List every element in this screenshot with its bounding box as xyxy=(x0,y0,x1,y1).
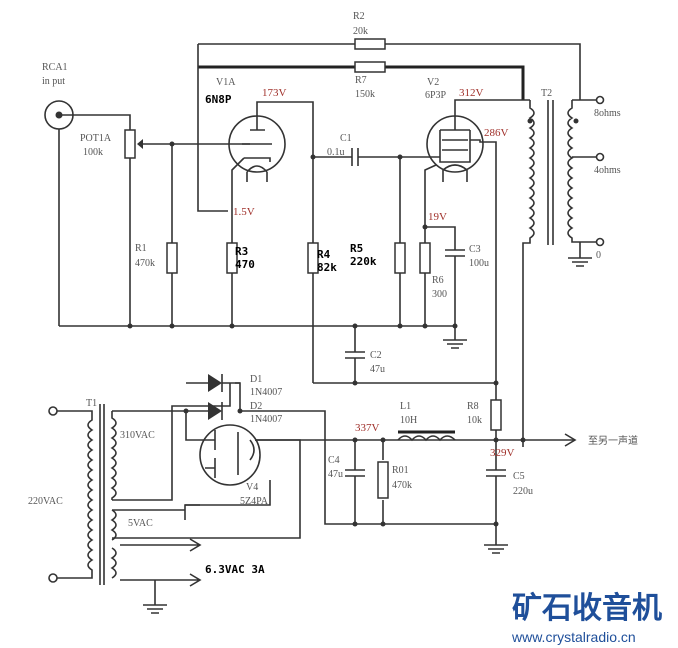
label-r7: R7 xyxy=(355,75,367,86)
label-r01: R01 xyxy=(392,465,409,476)
label-input: in put xyxy=(42,76,65,87)
label-6-3vac: 6.3VAC 3A xyxy=(205,563,265,576)
label-r2: R2 xyxy=(353,11,365,22)
label-d1: D1 xyxy=(250,374,262,385)
label-tap-0: 0 xyxy=(596,250,601,261)
label-c1: C1 xyxy=(340,133,352,144)
label-r6-value: 300 xyxy=(432,289,447,300)
capacitor-c3 xyxy=(445,249,465,257)
resistor-r8 xyxy=(490,399,502,431)
label-l1-value: 10H xyxy=(400,415,417,426)
label-tap-4ohms: 4ohms xyxy=(594,165,621,176)
label-220vac: 220VAC xyxy=(28,496,63,507)
label-r3: R3 xyxy=(235,245,248,258)
rectifier-tube-v4 xyxy=(185,424,271,506)
label-c5: C5 xyxy=(513,471,525,482)
label-v4: V4 xyxy=(246,482,258,493)
resistor-r01 xyxy=(377,461,389,499)
label-t2: T2 xyxy=(541,88,552,99)
label-5vac: 5VAC xyxy=(128,518,153,529)
label-c1-value: 0.1u xyxy=(327,147,345,158)
label-v1a: V1A xyxy=(216,77,236,88)
output-transformer-t2 xyxy=(522,95,605,447)
label-r2-value: 20k xyxy=(353,26,368,37)
watermark-logo: 矿石收音机 xyxy=(512,591,662,626)
label-v1a-plate-voltage: 173V xyxy=(262,87,287,99)
label-tap-8ohms: 8ohms xyxy=(594,108,621,119)
label-329v: 329V xyxy=(490,447,515,459)
label-v1a-type: 6N8P xyxy=(205,93,232,106)
label-c3-value: 100u xyxy=(469,258,489,269)
resistor-r7 xyxy=(354,61,386,73)
label-d2-value: 1N4007 xyxy=(250,414,282,425)
label-c4: C4 xyxy=(328,455,340,466)
label-r1: R1 xyxy=(135,243,147,254)
power-transformer-t1 xyxy=(48,404,117,585)
resistor-r5 xyxy=(394,242,406,274)
tube-v2 xyxy=(424,99,530,400)
label-rca1: RCA1 xyxy=(42,62,68,73)
label-r8: R8 xyxy=(467,401,479,412)
arrow-icon xyxy=(564,433,577,447)
label-r01-value: 470k xyxy=(392,480,412,491)
tube-v1a xyxy=(228,101,314,243)
inductor-l1 xyxy=(397,430,456,442)
label-v2-cathode-voltage: 19V xyxy=(428,211,447,223)
heater-outputs xyxy=(120,538,202,614)
label-r8-value: 10k xyxy=(467,415,482,426)
label-v2-plate-voltage: 312V xyxy=(459,87,484,99)
resistor-r4 xyxy=(307,242,319,274)
diode-d1 xyxy=(186,374,240,392)
label-r3-value: 470 xyxy=(235,258,255,271)
label-v2-screen-voltage: 286V xyxy=(484,127,509,139)
resistor-r1 xyxy=(166,242,178,274)
label-r4: R4 xyxy=(317,248,331,261)
label-to-other-channel: 至另一声道 xyxy=(588,434,638,447)
ground-icon xyxy=(484,544,508,554)
capacitor-c4 xyxy=(345,469,365,477)
capacitor-c5 xyxy=(486,469,506,477)
label-l1: L1 xyxy=(400,401,411,412)
label-d1-value: 1N4007 xyxy=(250,387,282,398)
capacitor-c2 xyxy=(345,351,365,359)
ground-icon xyxy=(443,339,467,349)
label-310vac: 310VAC xyxy=(120,430,155,441)
label-pot1a-value: 100k xyxy=(83,147,103,158)
label-c4-value: 47u xyxy=(328,469,343,480)
label-pot1a: POT1A xyxy=(80,133,112,144)
watermark-url: www.crystalradio.cn xyxy=(511,629,636,645)
label-r7-value: 150k xyxy=(355,89,375,100)
label-v4-type: 5Z4PA xyxy=(240,496,269,507)
feedback-wires xyxy=(197,43,581,212)
capacitor-c1 xyxy=(351,148,359,166)
label-c2-value: 47u xyxy=(370,364,385,375)
label-r5-value: 220k xyxy=(350,255,377,268)
label-v2-type: 6P3P xyxy=(425,90,447,101)
label-r4-value: 82k xyxy=(317,261,337,274)
label-r6: R6 xyxy=(432,275,444,286)
label-d2: D2 xyxy=(250,401,262,412)
label-r5: R5 xyxy=(350,242,363,255)
label-r1-value: 470k xyxy=(135,258,155,269)
diode-d2 xyxy=(208,402,223,420)
resistor-r6 xyxy=(419,242,431,274)
label-337v: 337V xyxy=(355,422,380,434)
label-c2: C2 xyxy=(370,350,382,361)
resistor-r3 xyxy=(226,242,238,274)
label-c3: C3 xyxy=(469,244,481,255)
label-v1a-cathode-voltage: 1.5V xyxy=(233,206,255,218)
resistor-r2 xyxy=(354,38,386,50)
potentiometer-pot1a xyxy=(124,129,136,159)
label-t1: T1 xyxy=(86,398,97,409)
label-v2: V2 xyxy=(427,77,439,88)
label-c5-value: 220u xyxy=(513,486,533,497)
